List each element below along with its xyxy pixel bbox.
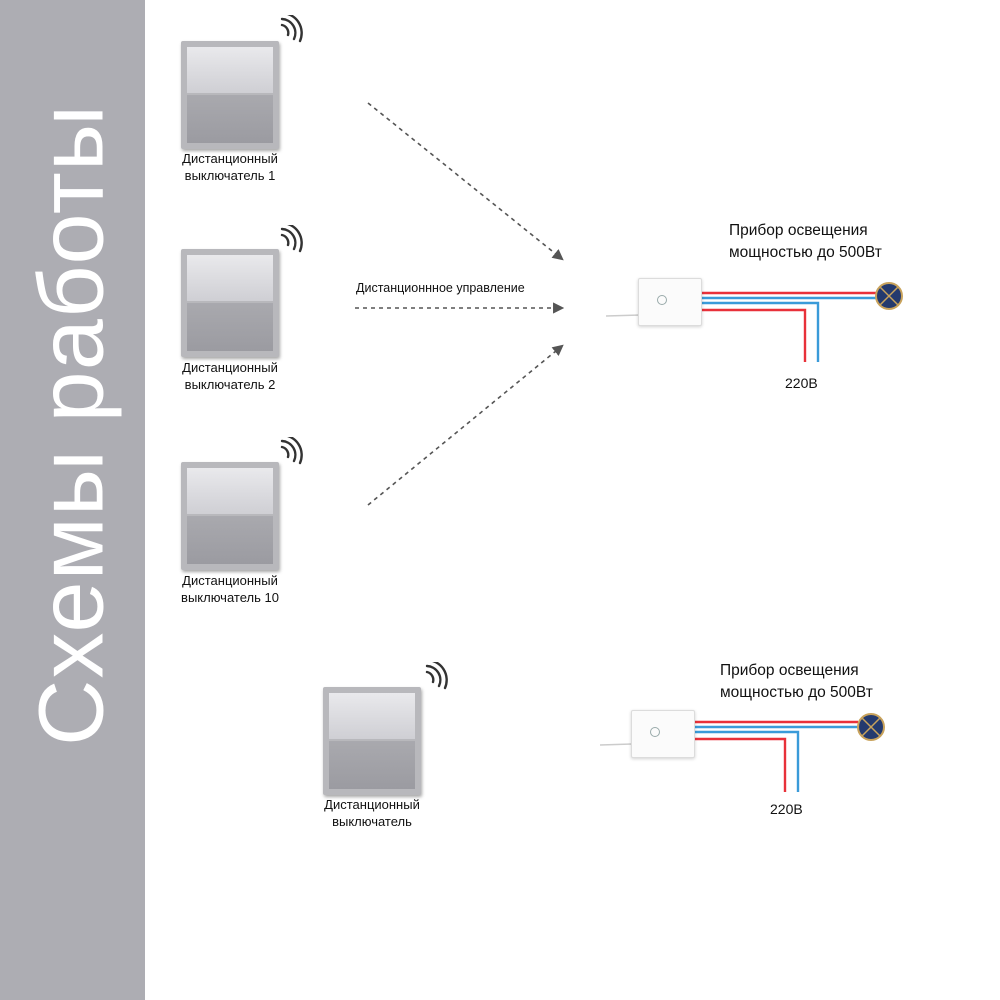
lamp-icon — [857, 713, 885, 741]
wifi-signal-icon — [280, 225, 303, 253]
lamp-title-1: Прибор освещения мощностью до 500Вт — [729, 222, 882, 261]
switch-10-label: Дистанционный выключатель 10 — [181, 573, 279, 605]
arrow-switch-10 — [367, 344, 564, 506]
switch-single-label: Дистанционный выключатель — [324, 797, 420, 829]
remote-switch-10 — [181, 462, 279, 570]
voltage-label-2: 220В — [770, 801, 803, 817]
switch-1-label: Дистанционный выключатель 1 — [182, 151, 278, 183]
wifi-signal-icon — [425, 662, 448, 690]
remote-switch-single — [323, 687, 421, 795]
wifi-signal-icon — [280, 437, 303, 465]
remote-switch-1 — [181, 41, 279, 149]
switch-2-label: Дистанционный выключатель 2 — [182, 360, 278, 392]
lamp-title-2: Прибор освещения мощностью до 500Вт — [720, 662, 873, 701]
sidebar: Схемы работы — [0, 0, 145, 1000]
relay-module-icon — [631, 710, 695, 758]
lamp-icon — [875, 282, 903, 310]
remote-switch-2 — [181, 249, 279, 357]
wifi-signal-icon — [280, 15, 303, 43]
relay-module-icon — [638, 278, 702, 326]
arrow-switch-1 — [367, 102, 564, 261]
voltage-label-1: 220В — [785, 375, 818, 391]
remote-control-label: Дистанционнное управление — [356, 281, 525, 295]
